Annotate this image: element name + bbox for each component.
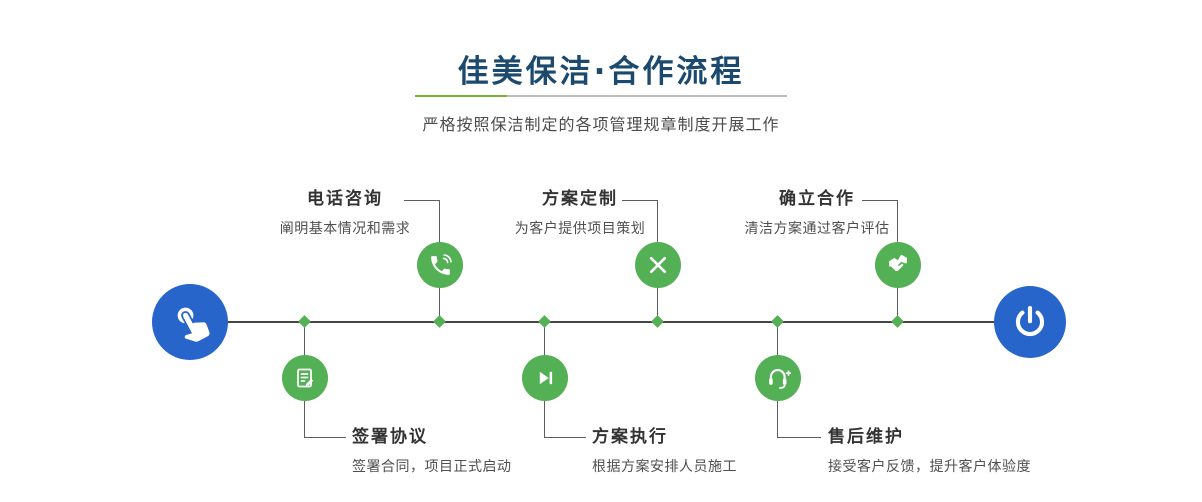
- connector-line: [777, 437, 821, 438]
- step-title: 售后维护: [828, 427, 904, 447]
- step-after-sales: 售后维护 接受客户反馈，提升客户体验度: [828, 427, 1068, 476]
- timeline-node-diamond: [891, 315, 904, 328]
- timeline-end-node: [994, 286, 1066, 358]
- timeline-node-diamond: [298, 315, 311, 328]
- play-icon: [533, 366, 557, 390]
- phone-icon: [428, 253, 453, 278]
- pointing-hand-icon: [162, 294, 219, 351]
- connector-line: [622, 200, 658, 201]
- step-node-handshake: [875, 242, 921, 288]
- step-confirm-cooperation: 确立合作 清洁方案通过客户评估: [733, 189, 901, 238]
- step-title: 确立合作: [779, 189, 855, 209]
- page-subtitle: 严格按照保洁制定的各项管理规章制度开展工作: [422, 115, 780, 134]
- step-node-support: [755, 355, 801, 401]
- timeline-node-diamond: [651, 315, 664, 328]
- step-plan-execute: 方案执行 根据方案安排人员施工: [592, 427, 792, 476]
- divider-gray-segment: [507, 95, 787, 97]
- step-node-phone: [417, 242, 463, 288]
- connector-line: [544, 437, 586, 438]
- connector-line: [404, 200, 440, 201]
- timeline-node-diamond: [433, 315, 446, 328]
- step-description: 签署合同，项目正式启动: [352, 459, 512, 475]
- step-description: 接受客户反馈，提升客户体验度: [828, 459, 1031, 475]
- step-plan-customize: 方案定制 为客户提供项目策划: [500, 189, 660, 238]
- design-pencils-icon: [646, 253, 670, 277]
- step-title: 签署协议: [352, 427, 428, 447]
- connector-line: [304, 437, 346, 438]
- step-title: 方案执行: [592, 427, 668, 447]
- timeline-start-node: [152, 284, 228, 360]
- handshake-icon: [885, 252, 911, 278]
- step-description: 为客户提供项目策划: [514, 221, 646, 237]
- step-node-execute: [522, 355, 568, 401]
- title-divider: [415, 95, 787, 97]
- step-sign-agreement: 签署协议 签署合同，项目正式启动: [352, 427, 552, 476]
- step-title: 电话咨询: [307, 189, 383, 209]
- step-title: 方案定制: [542, 189, 618, 209]
- step-description: 根据方案安排人员施工: [592, 459, 737, 475]
- contract-icon: [293, 366, 317, 390]
- timeline-node-diamond: [538, 315, 551, 328]
- timeline-node-diamond: [771, 315, 784, 328]
- step-description: 阐明基本情况和需求: [279, 221, 411, 237]
- power-icon: [1011, 303, 1049, 341]
- headset-icon: [765, 365, 791, 391]
- divider-green-segment: [415, 95, 507, 97]
- timeline-axis: [190, 321, 1030, 323]
- step-description: 清洁方案通过客户评估: [744, 221, 890, 237]
- page-title: 佳美保洁·合作流程: [457, 54, 745, 90]
- step-node-contract: [282, 355, 328, 401]
- connector-line: [862, 200, 898, 201]
- step-node-design: [635, 242, 681, 288]
- step-phone-consult: 电话咨询 阐明基本情况和需求: [265, 189, 425, 238]
